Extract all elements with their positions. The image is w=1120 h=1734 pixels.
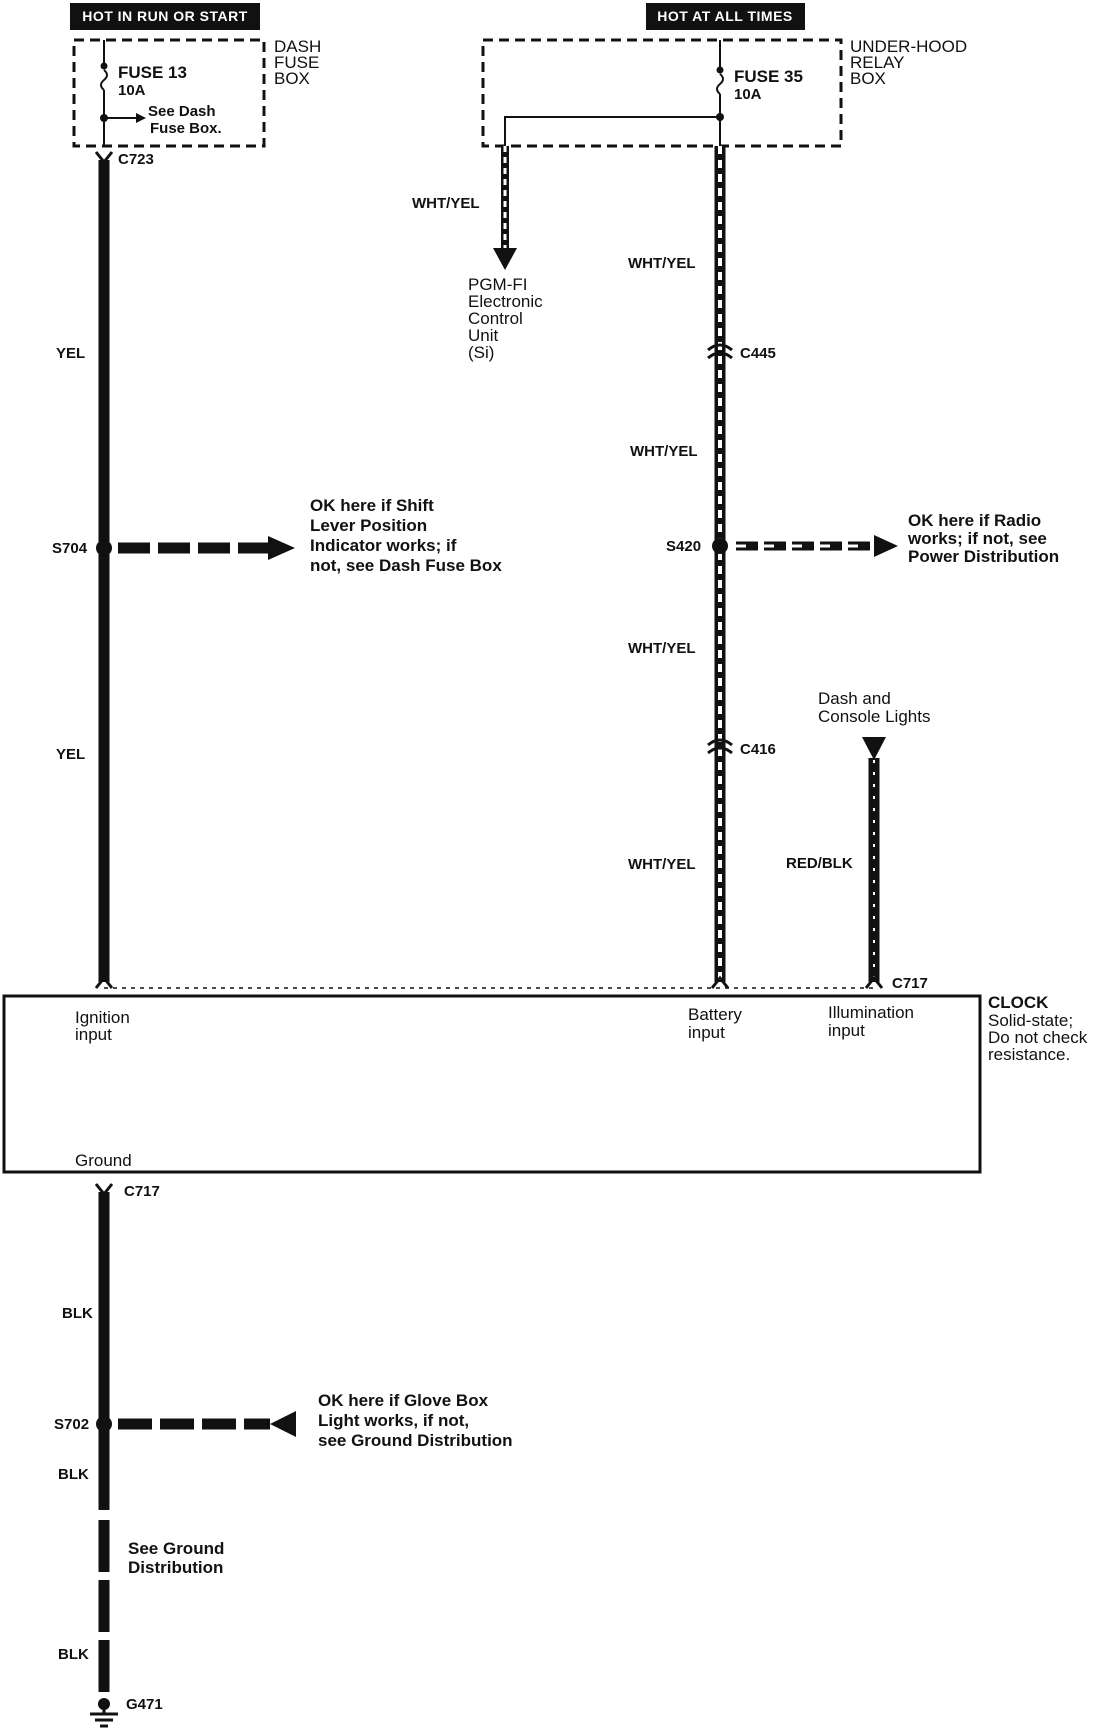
port-ignition-1: Ignition <box>75 1008 130 1027</box>
port-battery-1: Battery <box>688 1005 742 1024</box>
ground-symbol-icon <box>90 1708 118 1728</box>
battery-circuit: WHT/YEL C445 WHT/YEL S420 OK here if Rad… <box>628 146 1059 989</box>
ignition-circuit: C723 YEL S704 OK here if Shift Lever Pos… <box>52 151 502 989</box>
wire-red-blk: RED/BLK <box>786 855 853 872</box>
s420-note-1: OK here if Radio <box>908 511 1041 530</box>
wire-wht-yel-4: WHT/YEL <box>628 856 696 873</box>
wire-wht-yel-1: WHT/YEL <box>628 255 696 272</box>
dash-fuse-see-note-2: Fuse Box. <box>150 120 222 137</box>
header-left-tag: HOT IN RUN OR START <box>70 3 260 30</box>
connector-c445-icon <box>707 343 733 360</box>
wire-blk-2: BLK <box>58 1466 89 1483</box>
port-battery-2: input <box>688 1023 725 1042</box>
s420-note-2: works; if not, see <box>907 529 1047 548</box>
fuse-13-icon <box>100 69 108 91</box>
fuse-13-name: FUSE 13 <box>118 63 187 82</box>
s420-note-3: Power Distribution <box>908 547 1059 566</box>
dash-fuse-box: DASH FUSE BOX FUSE 13 10A See Dash Fuse … <box>72 37 321 148</box>
arrow-right-icon <box>874 535 898 557</box>
illumination-source-1: Dash and <box>818 689 891 708</box>
wire-wht-yel-3: WHT/YEL <box>628 640 696 657</box>
arrow-left-icon <box>270 1411 296 1437</box>
dash-fuse-box-title-1: DASH <box>274 37 321 56</box>
s702-note-1: OK here if Glove Box <box>318 1391 489 1410</box>
ecu-label-2: Electronic <box>468 292 543 311</box>
connector-c717-icon <box>864 975 884 989</box>
connector-c717-bottom-label: C717 <box>124 1183 160 1200</box>
splice-s704-icon <box>96 540 112 556</box>
fuse-35-rating: 10A <box>734 86 762 103</box>
dash-fuse-box-title-2: FUSE <box>274 53 319 72</box>
splice-s702-label: S702 <box>54 1416 89 1433</box>
port-ground: Ground <box>75 1151 132 1170</box>
clock-note-2: Do not check <box>988 1028 1088 1047</box>
arrow-down-icon <box>493 248 517 270</box>
dash-fuse-see-note-1: See Dash <box>148 103 216 120</box>
ground-see-note-1: See Ground <box>128 1539 224 1558</box>
connector-c416-icon <box>707 738 733 755</box>
s702-note-2: Light works, if not, <box>318 1411 469 1430</box>
clock-battery-connector-icon <box>710 975 730 989</box>
relay-box-title-2: RELAY <box>850 53 905 72</box>
wire-blk-1: BLK <box>62 1305 93 1322</box>
ecu-label-1: PGM-FI <box>468 275 528 294</box>
fuse-35-name: FUSE 35 <box>734 67 803 86</box>
ecu-branch: WHT/YEL PGM-FI Electronic Control Unit (… <box>412 146 543 362</box>
s704-note-1: OK here if Shift <box>310 496 434 515</box>
connector-c445-label: C445 <box>740 345 776 362</box>
header-right-text: HOT AT ALL TIMES <box>657 8 793 24</box>
connector-c416-label: C416 <box>740 741 776 758</box>
wire-yel-lower: YEL <box>56 746 85 763</box>
ecu-wire-label: WHT/YEL <box>412 195 480 212</box>
fuse-35-icon <box>716 73 724 95</box>
splice-s704-label: S704 <box>52 540 88 557</box>
clock-title: CLOCK <box>988 993 1049 1012</box>
ecu-label-3: Control <box>468 309 523 328</box>
arrow-down-icon <box>862 737 886 760</box>
port-illumination-1: Illumination <box>828 1003 914 1022</box>
illumination-source-2: Console Lights <box>818 707 930 726</box>
relay-box-title-3: BOX <box>850 69 886 88</box>
s702-note-3: see Ground Distribution <box>318 1431 513 1450</box>
splice-s702-icon <box>96 1416 112 1432</box>
s704-note-3: Indicator works; if <box>310 536 457 555</box>
clock-ignition-connector-icon <box>94 975 114 989</box>
ground-point-label: G471 <box>126 1696 163 1713</box>
port-ignition-2: input <box>75 1025 112 1044</box>
connector-c723-label: C723 <box>118 151 154 168</box>
header-right-tag: HOT AT ALL TIMES <box>646 3 805 30</box>
clock-component: Ignition input Battery input Illuminatio… <box>2 993 1088 1174</box>
connector-c717-top-label: C717 <box>892 975 928 992</box>
ecu-label-5: (Si) <box>468 343 494 362</box>
wire-wht-yel-2: WHT/YEL <box>630 443 698 460</box>
header-left-text: HOT IN RUN OR START <box>82 8 248 24</box>
arrow-right-icon <box>268 536 295 560</box>
ecu-label-4: Unit <box>468 326 499 345</box>
port-illumination-2: input <box>828 1021 865 1040</box>
underhood-relay-box: UNDER-HOOD RELAY BOX FUSE 35 10A <box>481 37 967 148</box>
s704-note-4: not, see Dash Fuse Box <box>310 556 502 575</box>
clock-note-1: Solid-state; <box>988 1011 1073 1030</box>
s704-note-2: Lever Position <box>310 516 427 535</box>
dash-fuse-box-title-3: BOX <box>274 69 310 88</box>
wire-yel-upper: YEL <box>56 345 85 362</box>
illumination-circuit: Dash and Console Lights RED/BLK C717 <box>786 689 930 992</box>
ground-see-note-2: Distribution <box>128 1558 223 1577</box>
splice-s420-icon <box>712 538 728 554</box>
clock-note-3: resistance. <box>988 1045 1070 1064</box>
wire-blk-3: BLK <box>58 1646 89 1663</box>
splice-s420-label: S420 <box>666 538 701 555</box>
relay-box-title-1: UNDER-HOOD <box>850 37 967 56</box>
arrow-right-icon <box>136 113 146 123</box>
ground-circuit: C717 BLK S702 OK here if Glove Box Light… <box>54 1183 513 1728</box>
fuse-13-rating: 10A <box>118 82 146 99</box>
